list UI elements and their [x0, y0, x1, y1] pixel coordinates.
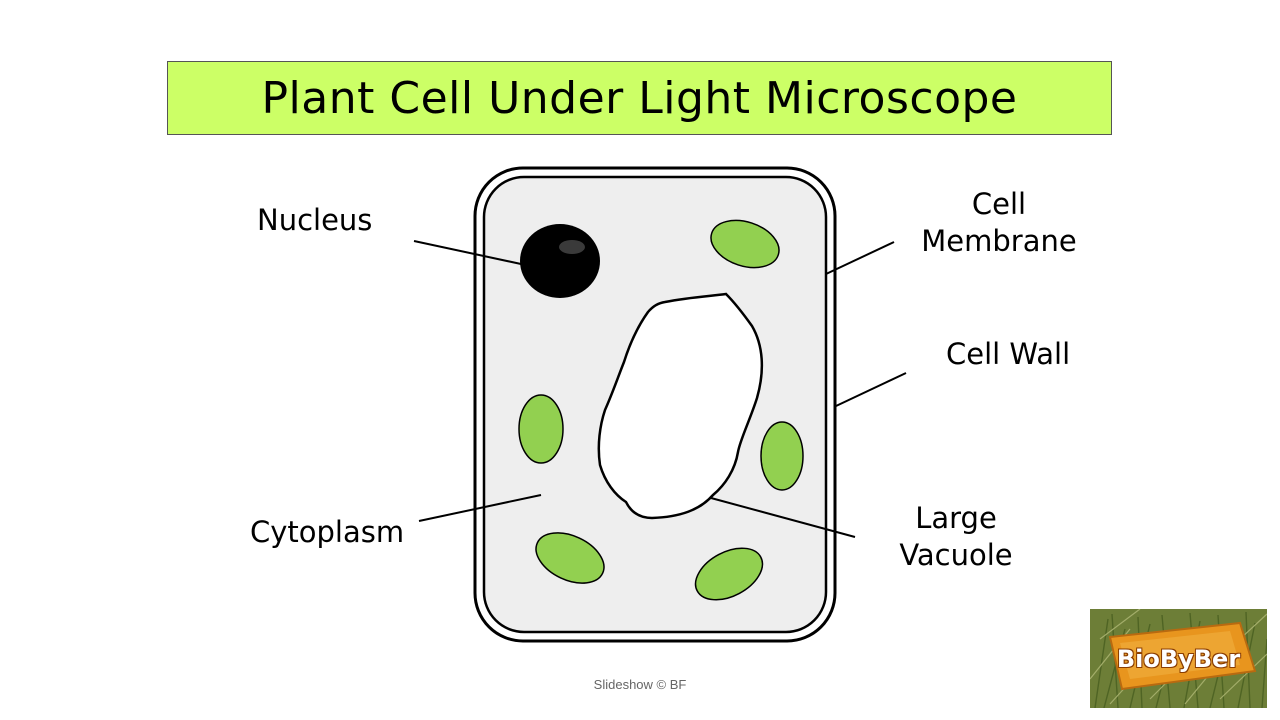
- chloroplast: [710, 219, 780, 269]
- chloroplast: [518, 394, 564, 464]
- chloroplast: [760, 421, 804, 491]
- cell-membrane-pointer-line: [825, 241, 895, 275]
- nucleus-pointer-line: [413, 240, 522, 265]
- biobyber-logo: BioByBer: [1090, 609, 1267, 708]
- chloroplast: [694, 547, 764, 601]
- cell-wall-pointer-line: [835, 372, 907, 407]
- cell-wall-label: Cell Wall: [946, 337, 1071, 371]
- slide-footer: Slideshow © BF: [593, 677, 687, 692]
- nucleus-highlight: [559, 240, 585, 254]
- cytoplasm-label: Cytoplasm: [250, 515, 405, 549]
- logo-text: BioByBer: [1116, 645, 1241, 673]
- chloroplast: [535, 532, 605, 584]
- large-vacuole: [597, 292, 764, 520]
- cell-membrane-label: Cell Membrane: [918, 186, 1080, 260]
- large-vacuole-label-line1: Large: [915, 501, 997, 535]
- large-vacuole-pointer-line: [710, 497, 856, 538]
- large-vacuole-label: Large Vacuole: [895, 500, 1017, 574]
- nucleus-label: Nucleus: [257, 203, 373, 237]
- slide-title: Plant Cell Under Light Microscope: [261, 72, 1018, 124]
- large-vacuole-label-line2: Vacuole: [899, 538, 1013, 572]
- grass-background-image: [1090, 609, 1267, 708]
- cytoplasm-pointer-line: [418, 494, 542, 522]
- title-bar: Plant Cell Under Light Microscope: [167, 61, 1112, 135]
- cell-membrane-label-line2: Membrane: [921, 224, 1077, 258]
- nucleus: [520, 224, 600, 298]
- cell-membrane-label-line1: Cell: [971, 187, 1027, 221]
